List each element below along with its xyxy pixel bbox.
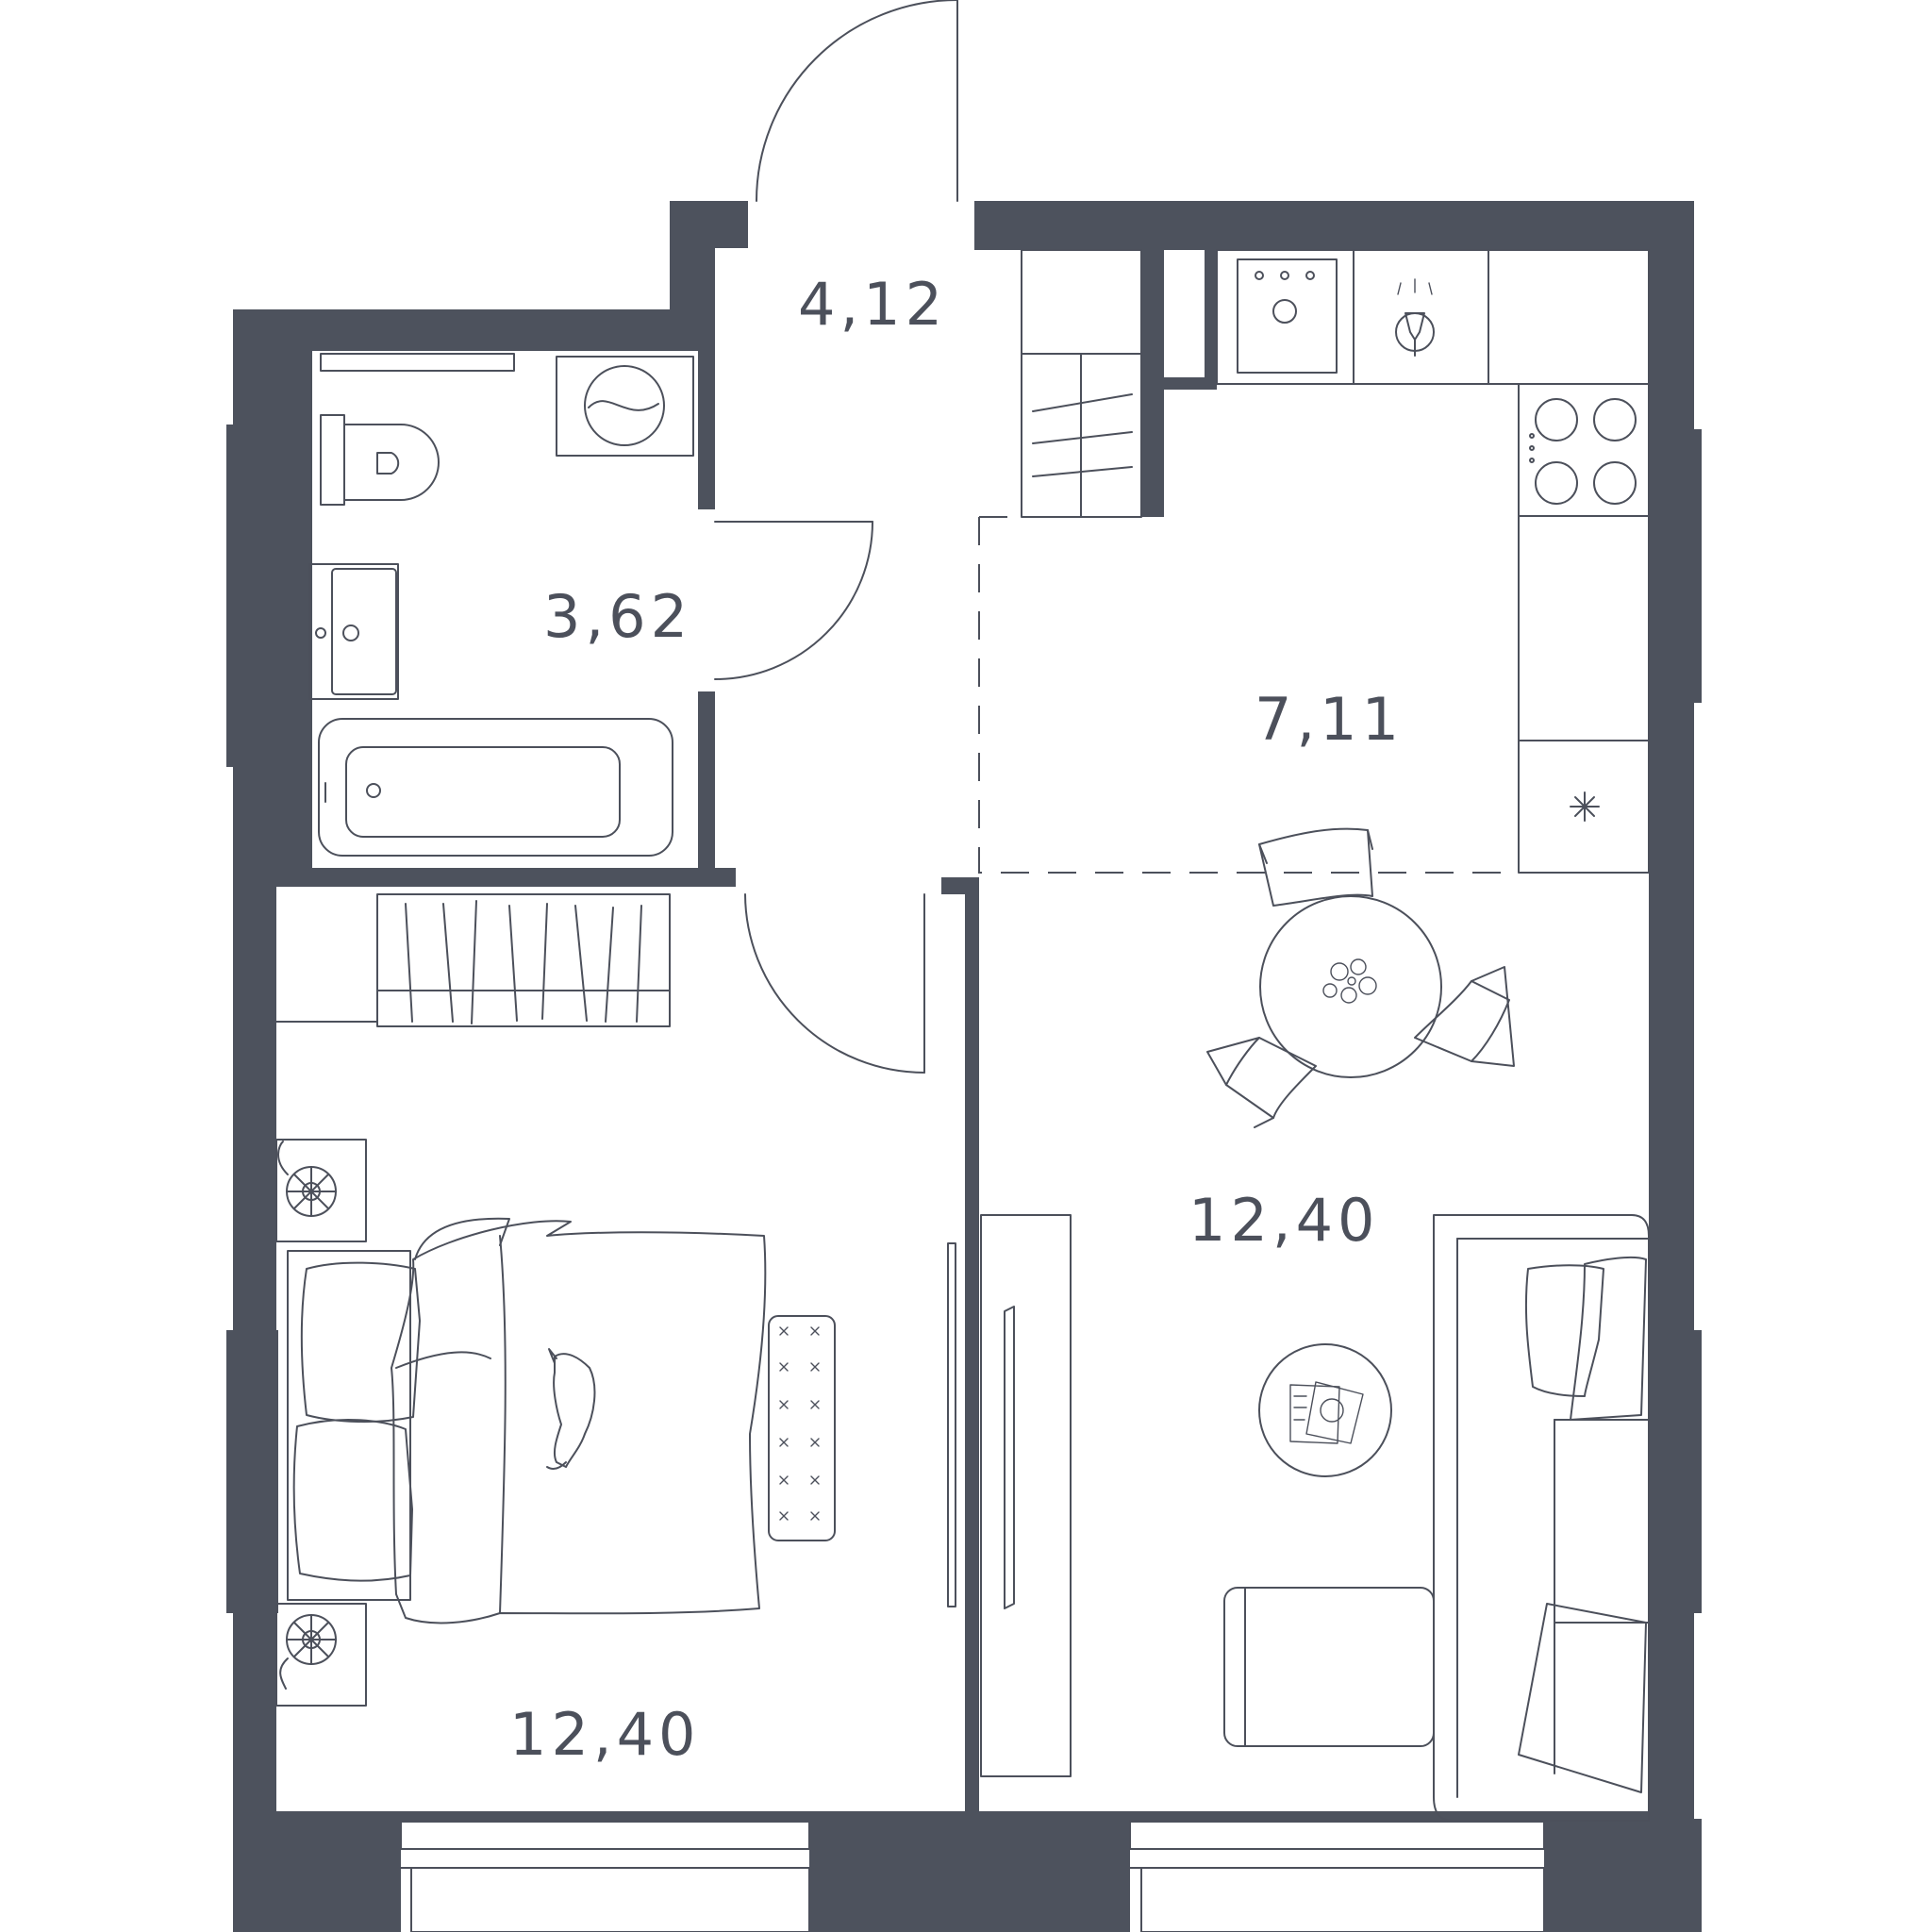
- room-area-hallway: 4,12: [798, 270, 948, 339]
- fridge-icon: [1570, 791, 1600, 822]
- room-area-living-room: 12,40: [1188, 1186, 1380, 1255]
- cooktop-icon: [1529, 398, 1637, 505]
- room-area-bedroom: 12,40: [509, 1700, 701, 1769]
- tv-icon: [1004, 1306, 1015, 1609]
- living-furniture: [980, 1214, 1650, 1822]
- cat-icon: [546, 1348, 596, 1471]
- bathtub-icon: [318, 718, 673, 857]
- doors: [714, 0, 958, 1074]
- mirror-icon: [947, 1242, 956, 1607]
- dishwasher-icon: [1395, 278, 1435, 357]
- flower-vase-icon: [1322, 958, 1377, 1004]
- sofa-icon: [1223, 1214, 1650, 1822]
- coffee-table-icon: [1258, 1343, 1392, 1477]
- kitchen-zone-boundary: [978, 516, 1649, 874]
- dining-set: [1206, 827, 1515, 1128]
- walls: [226, 201, 1702, 1932]
- toilet-icon: [320, 414, 440, 506]
- room-area-bathroom: 3,62: [543, 582, 693, 651]
- nightstand-icon: [275, 1139, 367, 1707]
- bedroom-furniture: [275, 893, 956, 1707]
- room-area-kitchen: 7,11: [1255, 685, 1404, 754]
- kitchen-sink-icon: [1237, 258, 1338, 374]
- sink-icon: [308, 563, 399, 700]
- windows: [400, 1820, 1545, 1932]
- rug-icon: [768, 1315, 836, 1541]
- kitchen-furniture: [1021, 249, 1650, 874]
- dining-table: [1259, 895, 1442, 1078]
- bathroom-fixtures: [308, 353, 694, 857]
- bed-icon: [287, 1217, 767, 1624]
- tv-console: [980, 1214, 1072, 1777]
- kitchen-cabinet: [1021, 249, 1142, 355]
- wardrobe-icon: [275, 893, 671, 1027]
- washing-machine-icon: [556, 356, 694, 457]
